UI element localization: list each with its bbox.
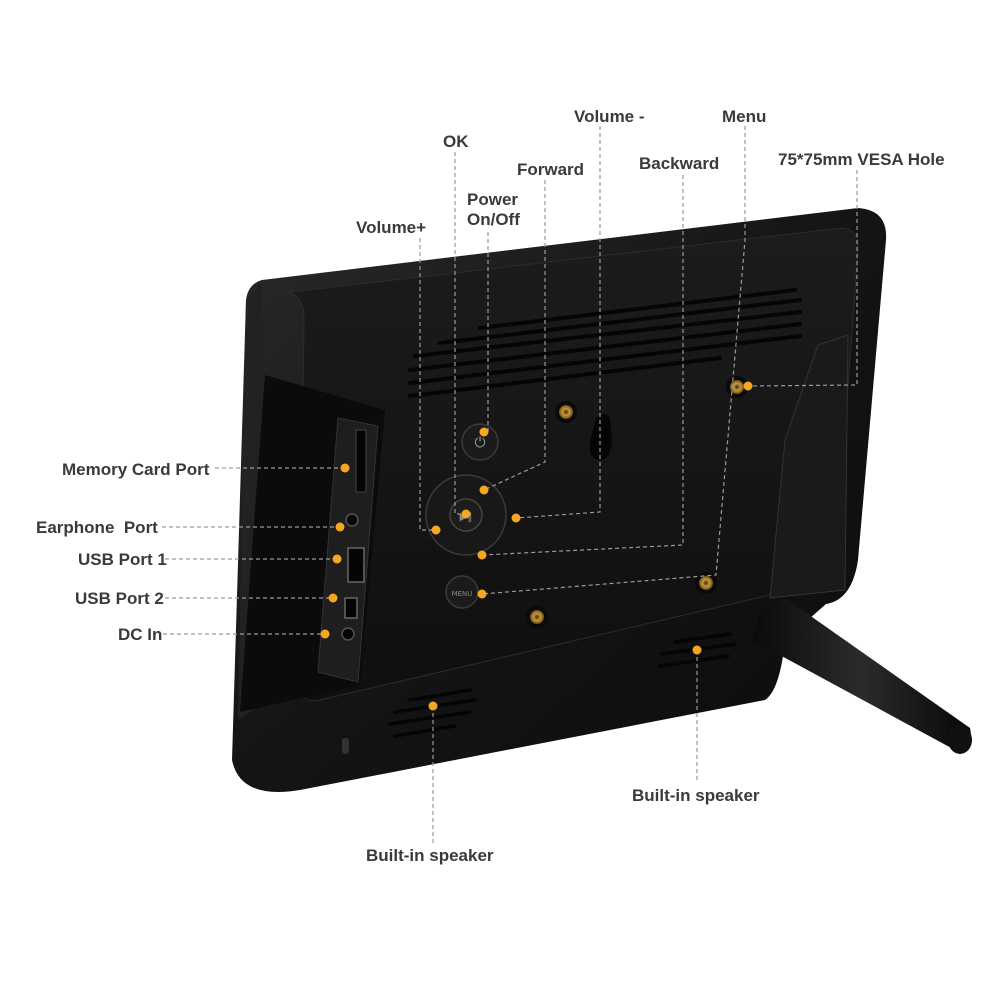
leader-ok [454,152,466,515]
stand-leg [752,598,972,754]
usb-port-1[interactable] [347,547,365,583]
kensington-slot [342,738,349,754]
vesa-screw [559,405,573,419]
vesa-screw [730,380,744,394]
label-vesa-hole: 75*75mm VESA Hole [778,150,945,169]
top-vent-grille [408,288,802,398]
label-power-line2: On/Off [467,210,520,229]
memory-card-slot[interactable] [355,429,367,493]
callout-dot-forward [479,485,489,495]
callout-dot-earphone [335,522,345,532]
vesa-screw-holes [526,376,748,628]
keyhole-slot [589,414,612,460]
label-memory-card-port: Memory Card Port [62,460,210,479]
vesa-screw [699,576,713,590]
leader-forward [483,180,546,491]
callout-dot-memory-card [340,463,350,473]
callout-dot-backward [477,550,487,560]
label-earphone-port: Earphone Port [36,518,158,537]
label-power-line1: Power [467,190,518,209]
power-icon: ⏻ [474,435,485,451]
vesa-screw [530,610,544,624]
label-menu: Menu [722,107,766,126]
leader-volume-minus [515,126,601,519]
callout-dot-speaker-right [692,645,702,655]
callout-dot-usb2 [328,593,338,603]
callout-dots [320,381,753,711]
label-ok: OK [443,132,469,151]
earphone-jack[interactable] [345,513,359,527]
leader-backward [481,175,684,556]
label-usb-port-2: USB Port 2 [75,589,164,608]
leader-lines [162,126,858,845]
label-backward: Backward [639,154,719,173]
callout-dot-menu [477,589,487,599]
callout-labels: Volume+ OK Power On/Off Forward Volume -… [36,107,945,865]
callout-dot-ok [461,509,471,519]
leader-vesa [747,170,858,387]
side-port-panel [240,375,385,754]
label-speaker-right: Built-in speaker [632,786,760,805]
callout-dot-volume-plus [431,525,441,535]
callout-dot-volume-minus [511,513,521,523]
leader-volume-plus [419,238,436,531]
leader-menu [481,126,746,595]
label-forward: Forward [517,160,584,179]
label-volume-minus: Volume - [574,107,645,126]
callout-dot-usb1 [332,554,342,564]
callout-dot-power [479,427,489,437]
callout-dot-vesa [743,381,753,391]
usb-port-2[interactable] [344,597,358,619]
power-button[interactable] [461,423,499,461]
label-dc-in: DC In [118,625,162,644]
callout-dot-dc-in [320,629,330,639]
label-volume-plus: Volume+ [356,218,426,237]
dc-in-jack[interactable] [341,627,355,641]
callout-dot-speaker-left [428,701,438,711]
label-speaker-left: Built-in speaker [366,846,494,865]
menu-button-mark: MENU [452,590,473,598]
label-usb-port-1: USB Port 1 [78,550,167,569]
